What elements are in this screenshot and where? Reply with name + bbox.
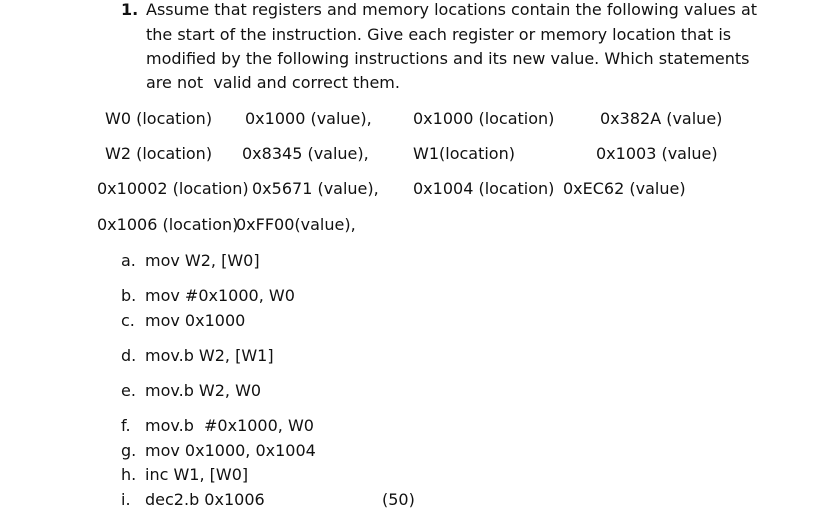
list-item: mov 0x1000, 0x1004 [145, 441, 316, 460]
list-item-letter: h. [121, 465, 137, 484]
list-item: inc W1, [W0] [145, 465, 249, 484]
table-cell: W0 (location) [105, 109, 213, 128]
list-item: mov.b #0x1000, W0 [145, 416, 314, 435]
table-cell: 0x1006 (location) [97, 215, 239, 234]
list-item: mov 0x1000 [145, 311, 246, 330]
table-cell: 0x1003 (value) [596, 144, 718, 163]
list-item-letter: f. [121, 416, 131, 435]
list-item: mov.b W2, [W1] [145, 346, 274, 365]
table-cell: 0xFF00(value), [236, 215, 356, 234]
list-item-letter: g. [121, 441, 137, 460]
table-cell: 0x10002 (location) [97, 179, 249, 198]
question-text-line-1: Assume that registers and memory locatio… [146, 0, 758, 19]
list-item-letter: d. [121, 346, 137, 365]
table-cell: 0x5671 (value), [252, 179, 379, 198]
points-label: (50) [382, 490, 415, 509]
question-text-line-4: are not valid and correct them. [146, 73, 400, 92]
table-cell: 0x382A (value) [600, 109, 723, 128]
list-item: mov W2, [W0] [145, 251, 260, 270]
table-cell: 0x8345 (value), [242, 144, 369, 163]
question-number: 1. [121, 0, 139, 19]
list-item-letter: c. [121, 311, 135, 330]
question-text-line-2: the start of the instruction. Give each … [146, 25, 732, 44]
list-item-letter: b. [121, 286, 137, 305]
list-item: mov #0x1000, W0 [145, 286, 295, 305]
question-text-line-3: modified by the following instructions a… [146, 49, 750, 68]
table-cell: 0x1004 (location) [413, 179, 555, 198]
table-cell: 0x1000 (value), [245, 109, 372, 128]
list-item-letter: e. [121, 381, 136, 400]
table-cell: 0xEC62 (value) [563, 179, 686, 198]
table-cell: W1(location) [413, 144, 515, 163]
table-cell: 0x1000 (location) [413, 109, 555, 128]
table-cell: W2 (location) [105, 144, 213, 163]
list-item: mov.b W2, W0 [145, 381, 262, 400]
list-item: dec2.b 0x1006 [145, 490, 265, 509]
list-item-letter: i. [121, 490, 131, 509]
list-item-letter: a. [121, 251, 136, 270]
